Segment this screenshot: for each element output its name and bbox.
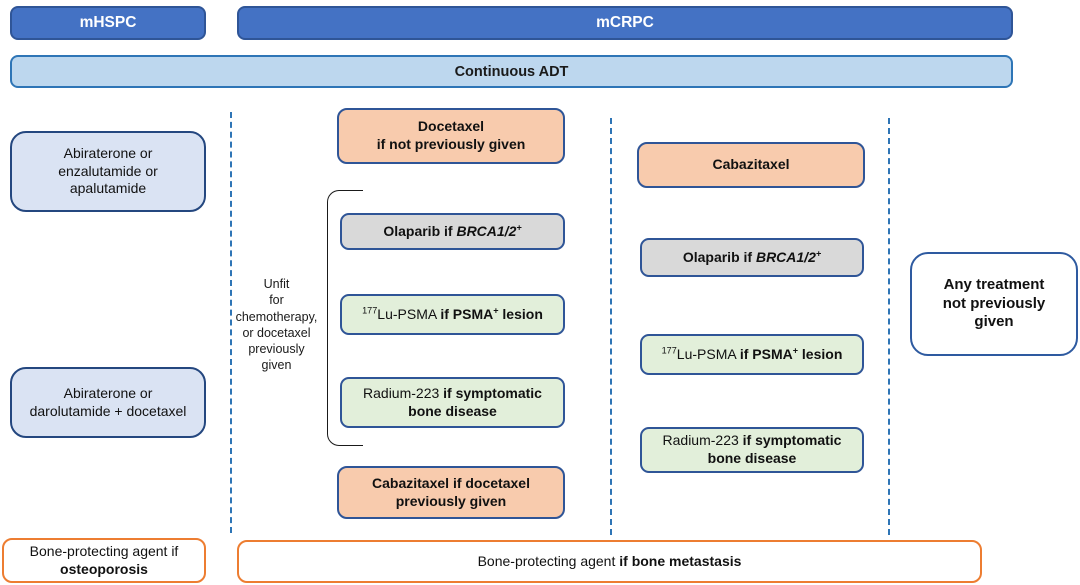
psma-plus-superscript: + xyxy=(792,345,799,356)
bone-metastasis-condition-text: if bone metastasis xyxy=(619,552,742,569)
lu-psma-box-second-line: 177Lu-PSMA if PSMA+ lesion xyxy=(640,334,864,375)
box-line: previously given xyxy=(395,492,507,509)
bone-agent-text: Bone-protecting agent xyxy=(477,552,620,569)
bracket-label-line: given xyxy=(261,358,292,373)
continuous-adt-bar: Continuous ADT xyxy=(10,55,1013,88)
lu-psma-box-first-line: 177Lu-PSMA if PSMA+ lesion xyxy=(340,294,565,335)
psma-condition-text: if PSMA xyxy=(739,345,793,362)
box-line: not previously xyxy=(942,294,1046,312)
mhspc-header-label: mHSPC xyxy=(79,14,137,31)
any-treatment-box: Any treatment not previously given xyxy=(910,252,1078,356)
brca-gene-text: BRCA1/2 xyxy=(755,248,816,265)
bone-protecting-metastasis-box: Bone-protecting agent if bone metastasis xyxy=(237,540,982,583)
box-line: Bone-protecting agent if bone metastasis xyxy=(478,553,742,571)
lesion-text: lesion xyxy=(798,345,843,362)
lu-psma-text: Lu-PSMA xyxy=(377,305,441,322)
olaparib-text: Olaparib if xyxy=(383,222,457,239)
box-line: darolutamide + docetaxel xyxy=(29,402,187,419)
box-line: 177Lu-PSMA if PSMA+ lesion xyxy=(661,345,843,364)
mcrpc-header: mCRPC xyxy=(237,6,1013,40)
bracket-label-line: or docetaxel xyxy=(242,325,311,340)
mcrpc-header-label: mCRPC xyxy=(596,14,654,31)
bracket-label-line: previously xyxy=(248,342,305,356)
box-line: Docetaxel xyxy=(417,118,485,135)
dashed-divider-left xyxy=(230,112,232,533)
dashed-divider-middle xyxy=(610,118,612,535)
bone-protecting-osteoporosis-box: Bone-protecting agent if osteoporosis xyxy=(2,538,206,583)
box-line: Radium-223 if symptomatic xyxy=(663,432,842,450)
brca-plus-superscript: + xyxy=(516,222,522,233)
psma-plus-superscript: + xyxy=(493,305,499,316)
bracket-label: Unfit for chemotherapy, or docetaxel pre… xyxy=(229,276,324,374)
continuous-adt-label: Continuous ADT xyxy=(454,63,569,80)
mhspc-header: mHSPC xyxy=(10,6,206,40)
box-line: Abiraterone or xyxy=(63,384,153,401)
lu-psma-text: Lu-PSMA xyxy=(676,345,740,362)
abiraterone-enzalutamide-apalutamide-box: Abiraterone or enzalutamide or apalutami… xyxy=(10,131,206,212)
brca-plus-superscript: + xyxy=(815,248,822,259)
lesion-text: lesion xyxy=(498,305,543,322)
bracket-label-line: chemotherapy, xyxy=(235,309,318,324)
box-line: Olaparib if BRCA1/2+ xyxy=(682,248,822,267)
box-line: given xyxy=(974,313,1014,331)
olaparib-box-second-line: Olaparib if BRCA1/2+ xyxy=(640,238,864,277)
box-line: osteoporosis xyxy=(60,560,148,577)
box-line: Bone-protecting agent if xyxy=(29,542,179,559)
lu-177-superscript: 177 xyxy=(362,305,378,316)
lu-177-superscript: 177 xyxy=(661,345,677,356)
box-line: Radium-223 if symptomatic xyxy=(363,385,542,403)
box-line: enzalutamide or xyxy=(58,162,158,179)
box-line: bone disease xyxy=(707,450,797,466)
box-line: Abiraterone or xyxy=(63,145,153,162)
radium-condition-text: if symptomatic xyxy=(742,432,842,449)
box-line: apalutamide xyxy=(69,180,147,197)
radium-text: Radium-223 xyxy=(662,432,743,449)
cabazitaxel-if-docetaxel-box: Cabazitaxel if docetaxel previously give… xyxy=(337,466,565,519)
box-line: Olaparib if BRCA1/2+ xyxy=(383,222,522,241)
radium-text: Radium-223 xyxy=(363,384,444,401)
box-line: Any treatment xyxy=(943,275,1045,293)
docetaxel-box: Docetaxel if not previously given xyxy=(337,108,565,164)
radium-223-box-second-line: Radium-223 if symptomatic bone disease xyxy=(640,427,864,473)
box-line: if not previously given xyxy=(376,136,526,152)
psma-condition-text: if PSMA xyxy=(440,305,494,322)
abiraterone-darolutamide-docetaxel-box: Abiraterone or darolutamide + docetaxel xyxy=(10,367,206,438)
olaparib-text: Olaparib if xyxy=(682,248,756,265)
box-line: Cabazitaxel if docetaxel xyxy=(372,474,530,491)
brca-gene-text: BRCA1/2 xyxy=(456,222,517,239)
radium-condition-text: if symptomatic xyxy=(443,384,542,401)
cabazitaxel-box: Cabazitaxel xyxy=(637,142,865,188)
bracket-label-line: Unfit xyxy=(263,277,290,291)
bracket-label-line: for xyxy=(269,293,284,308)
radium-223-box-first-line: Radium-223 if symptomatic bone disease xyxy=(340,377,565,428)
box-line: 177Lu-PSMA if PSMA+ lesion xyxy=(362,305,543,324)
dashed-divider-right xyxy=(888,118,890,535)
olaparib-box-first-line: Olaparib if BRCA1/2+ xyxy=(340,213,565,250)
left-bracket xyxy=(327,190,363,446)
box-line: bone disease xyxy=(408,402,497,419)
box-line: Cabazitaxel xyxy=(712,156,790,173)
